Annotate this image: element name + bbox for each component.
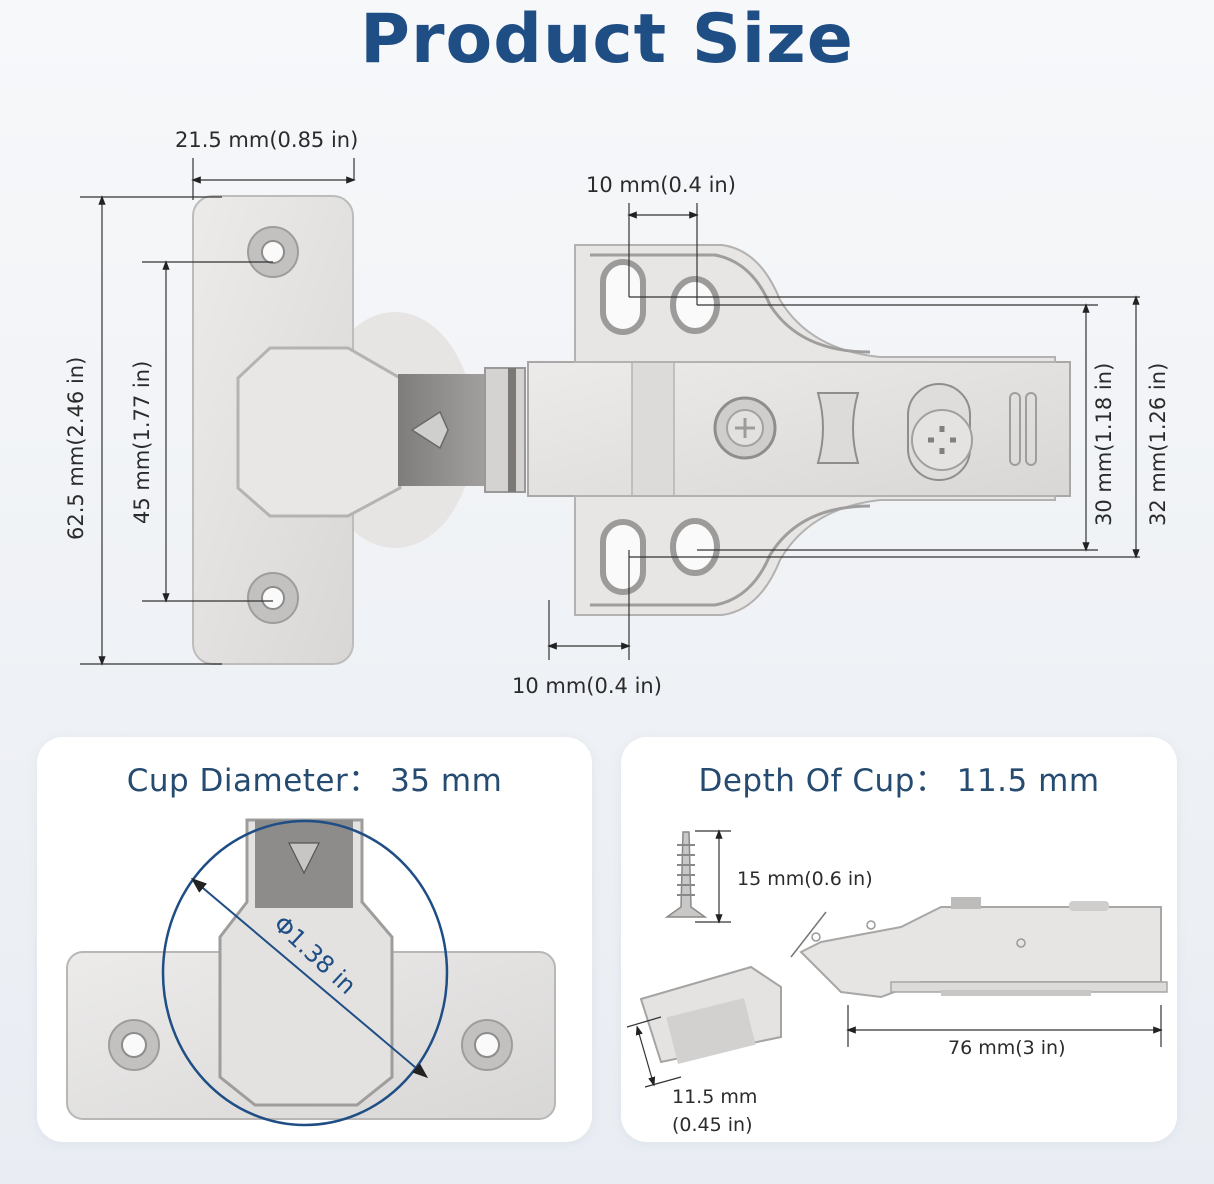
- cam-screw: [911, 409, 973, 471]
- cup-diameter-title: Cup Diameter： 35 mm: [126, 763, 503, 799]
- cup-depth-title: Depth Of Cup： 11.5 mm: [698, 763, 1100, 799]
- plate-hole-bottom: [247, 572, 299, 624]
- hinge-arm: [527, 361, 1071, 497]
- cup-diameter-drawing: [66, 818, 556, 1127]
- mounting-base-lower: [574, 495, 1056, 616]
- page-title: Product Size: [360, 0, 854, 79]
- cup-diameter-circle: [161, 819, 449, 1127]
- cup-depth-label-line2: (0.45 in): [672, 1114, 753, 1136]
- cup-diameter-panel: Cup Diameter： 35 mm Φ1.38 in: [37, 737, 592, 1142]
- cup-depth-label-line1: 11.5 mm: [672, 1086, 758, 1108]
- arm-hole-spacing-top-label: 10 mm(0.4 in): [586, 173, 736, 197]
- arm-outer-spacing-label: 32 mm(1.26 in): [1146, 362, 1170, 526]
- arm-inner-spacing-label: 30 mm(1.18 in): [1092, 362, 1116, 526]
- screw-length-label: 15 mm(0.6 in): [737, 868, 873, 890]
- arm-length-label: 76 mm(3 in): [948, 1037, 1066, 1059]
- hole-spacing-label: 45 mm(1.77 in): [130, 360, 154, 524]
- cup-depth-drawing: [626, 829, 1168, 1088]
- cup-depth-panel: Depth Of Cup： 11.5 mm: [621, 737, 1177, 1142]
- mounting-base-upper: [574, 244, 1056, 363]
- screw-icon: [664, 831, 708, 918]
- cup-recess: [236, 346, 402, 518]
- plate-hole-top: [247, 226, 299, 278]
- plate-height-label: 62.5 mm(2.46 in): [64, 356, 88, 540]
- hinge-top-view-drawing: [80, 158, 1140, 666]
- plate-width-label: 21.5 mm(0.85 in): [175, 128, 359, 152]
- arm-hole-offset-bottom-label: 10 mm(0.4 in): [512, 674, 662, 698]
- dimension-lines: [80, 158, 1140, 666]
